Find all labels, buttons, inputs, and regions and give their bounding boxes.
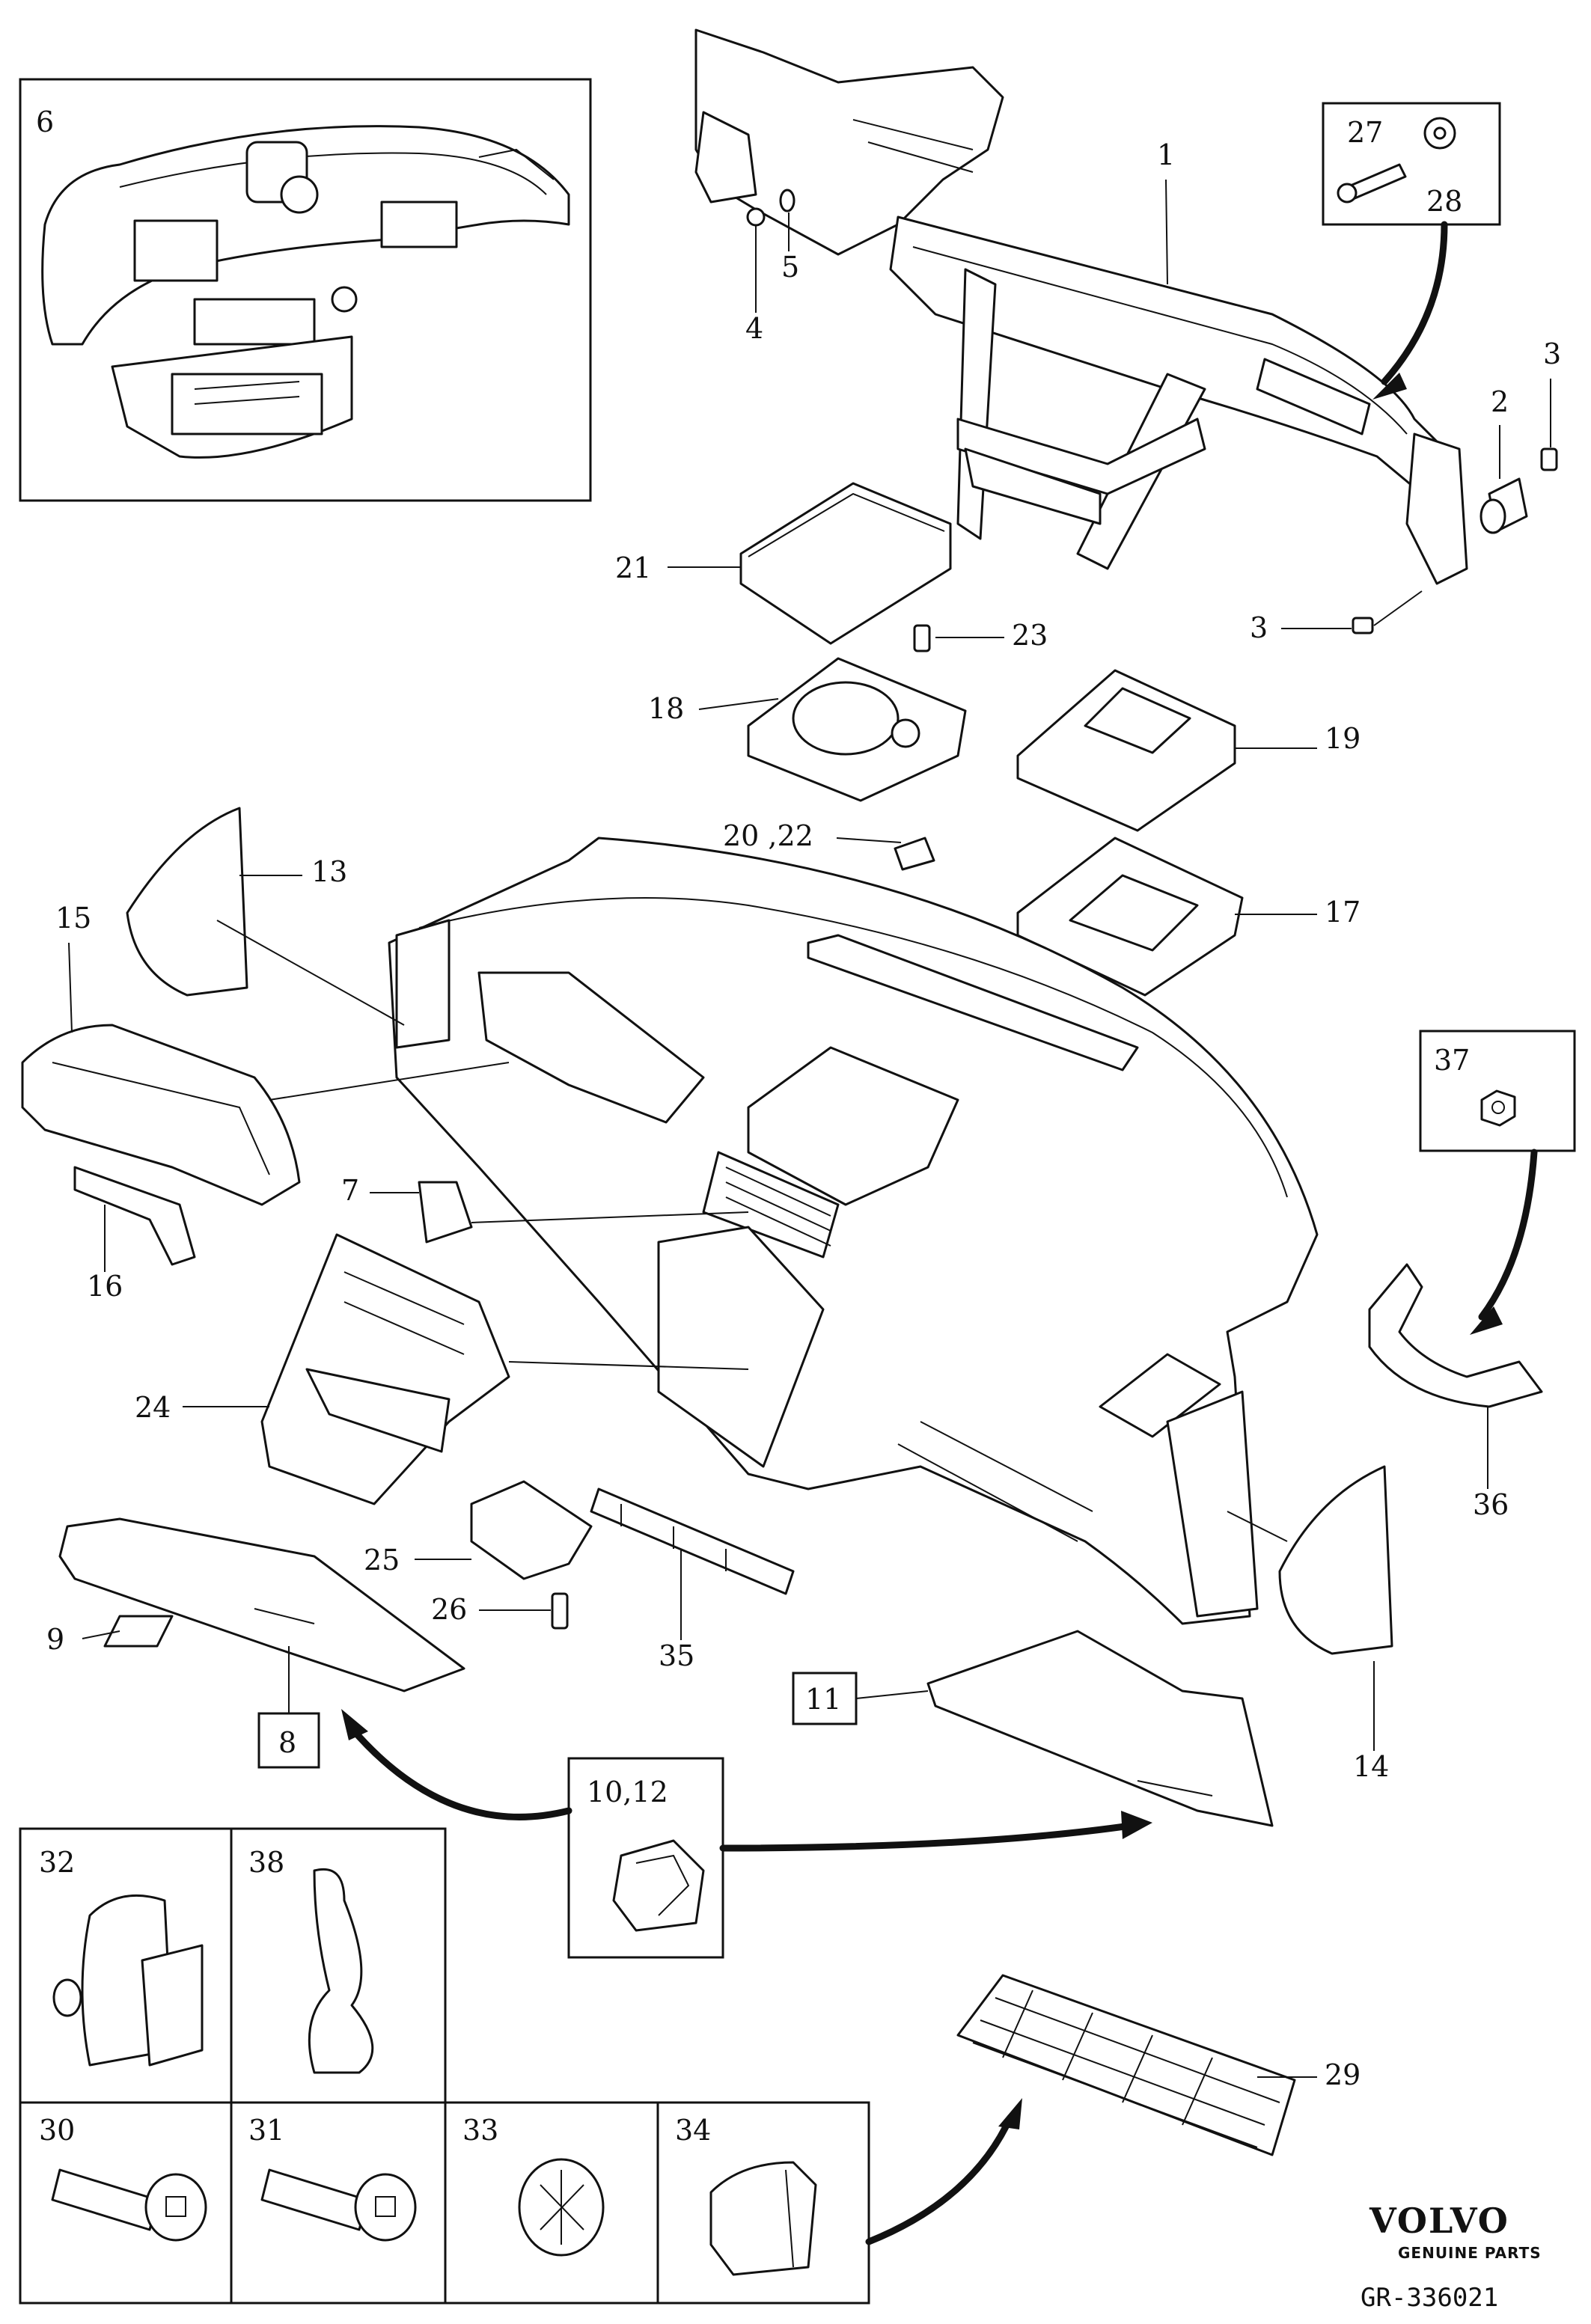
callout-26: 26 xyxy=(431,1593,467,1626)
rail-35 xyxy=(590,1487,795,1595)
callout-24: 24 xyxy=(135,1391,171,1424)
panel-16 xyxy=(73,1166,196,1266)
switch-7 xyxy=(418,1181,473,1244)
screw-30-icon xyxy=(51,2168,207,2242)
callout-8: 8 xyxy=(278,1726,296,1759)
glovebox-icon xyxy=(260,1233,510,1505)
callout-21: 21 xyxy=(615,551,651,584)
callout-2: 2 xyxy=(1491,385,1509,418)
screw-31-icon xyxy=(260,2168,417,2242)
grille-icon xyxy=(956,1974,1296,2156)
inset-clip: 10,12 xyxy=(567,1757,724,1959)
gauge-bezel-18 xyxy=(747,657,967,802)
callout-18: 18 xyxy=(648,692,684,725)
inset-bolt-washer: 27 28 xyxy=(1322,102,1501,226)
push-nut-33-icon xyxy=(518,2158,605,2257)
clip-20-22 xyxy=(894,837,935,871)
callout-38: 38 xyxy=(248,1846,284,1879)
spacer-icon xyxy=(1479,477,1528,534)
callout-36: 36 xyxy=(1473,1488,1509,1521)
callout-31: 31 xyxy=(248,2114,284,2147)
end-cover-14 xyxy=(1278,1465,1393,1655)
drawing-code: GR-336021 xyxy=(1361,2283,1498,2313)
panel-8 xyxy=(58,1517,465,1692)
callout-10-12: 10,12 xyxy=(587,1776,668,1808)
vent-cover-19 xyxy=(1016,669,1236,832)
brand-logo: VOLVO xyxy=(1369,2201,1509,2241)
callout-9: 9 xyxy=(46,1623,64,1656)
callout-29: 29 xyxy=(1325,2058,1361,2091)
brand-subtitle: GENUINE PARTS xyxy=(1398,2244,1542,2262)
clip-38-icon xyxy=(308,1868,374,2074)
callout-14: 14 xyxy=(1353,1750,1389,1783)
callout-3b: 3 xyxy=(1250,611,1268,644)
callout-6: 6 xyxy=(36,106,54,138)
callout-25: 25 xyxy=(364,1544,400,1577)
trim-cover-21 xyxy=(739,482,952,645)
callout-11: 11 xyxy=(805,1683,841,1716)
callout-13: 13 xyxy=(311,855,347,888)
callout-16: 16 xyxy=(87,1270,123,1303)
bracket-25 xyxy=(470,1480,593,1630)
dashboard-icon xyxy=(388,837,1319,1625)
screw-icon xyxy=(1352,447,1558,634)
inset-overview: 6 xyxy=(19,78,592,502)
nut-icon xyxy=(1480,1089,1516,1127)
bracket-36 xyxy=(1368,1263,1543,1408)
inset-nut: 37 xyxy=(1419,1030,1576,1152)
callout-30: 30 xyxy=(39,2114,75,2147)
callout-1: 1 xyxy=(1157,138,1175,171)
fastener-grid: 32 38 30 31 33 34 xyxy=(19,1827,870,2305)
callout-5: 5 xyxy=(781,251,799,284)
panel-17 xyxy=(1016,837,1244,997)
callout-37: 37 xyxy=(1434,1044,1470,1077)
clip-32-icon xyxy=(52,1894,204,2067)
end-cover-13 xyxy=(126,807,248,997)
callout-3a: 3 xyxy=(1543,337,1561,370)
callout-34: 34 xyxy=(675,2114,711,2147)
callout-35: 35 xyxy=(659,1639,694,1672)
bolt-washer-icon xyxy=(746,189,796,227)
callout-17: 17 xyxy=(1325,896,1361,929)
callout-19: 19 xyxy=(1325,722,1361,755)
screw-23 xyxy=(913,624,931,652)
callout-4: 4 xyxy=(745,312,763,345)
callout-32: 32 xyxy=(39,1846,75,1879)
crossmember-icon xyxy=(694,28,1468,585)
panel-11 xyxy=(926,1630,1274,1827)
callout-20-22: 20 ,22 xyxy=(723,819,813,852)
callout-33: 33 xyxy=(462,2114,498,2147)
callout-7: 7 xyxy=(341,1174,359,1207)
callout-28: 28 xyxy=(1426,185,1462,218)
instrument-hood-15 xyxy=(21,1024,301,1206)
callout-23: 23 xyxy=(1012,619,1048,652)
dashboard-overview-icon xyxy=(41,125,570,459)
cap-34-icon xyxy=(709,2161,817,2276)
callout-27: 27 xyxy=(1347,116,1383,149)
callout-15: 15 xyxy=(55,902,91,935)
clip-icon xyxy=(612,1839,705,1932)
